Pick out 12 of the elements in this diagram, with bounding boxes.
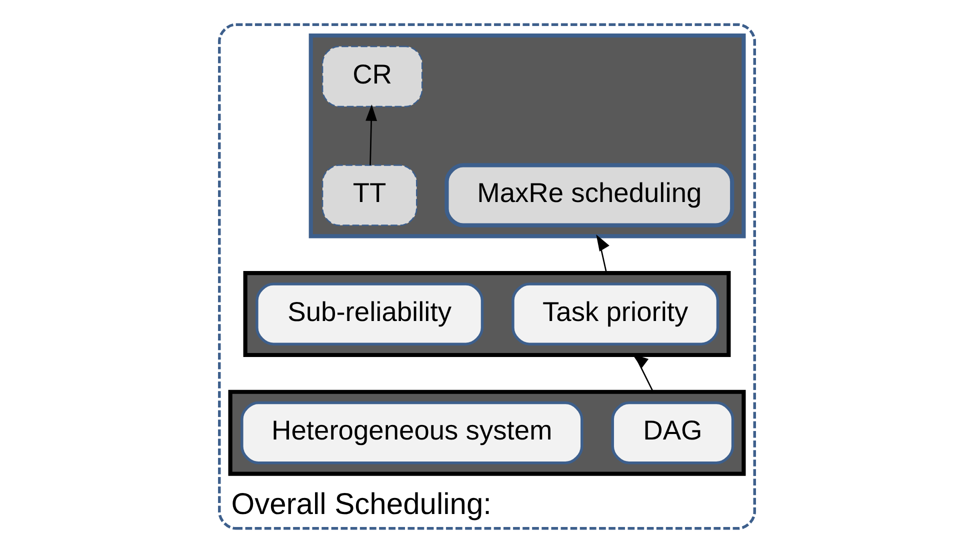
arrow: [366, 104, 378, 166]
node-box: MaxRe scheduling: [444, 163, 734, 228]
node-box: TT: [322, 164, 418, 226]
node-box: Sub-reliability: [256, 282, 484, 346]
cluster: [308, 33, 746, 238]
node-box: CR: [322, 46, 423, 108]
node-box: Heterogeneous system: [240, 401, 584, 464]
arrow: [596, 234, 610, 274]
node-box: DAG: [611, 401, 734, 464]
cluster: [228, 390, 746, 476]
cluster: [243, 271, 731, 358]
node-box: Task priority: [512, 282, 720, 346]
